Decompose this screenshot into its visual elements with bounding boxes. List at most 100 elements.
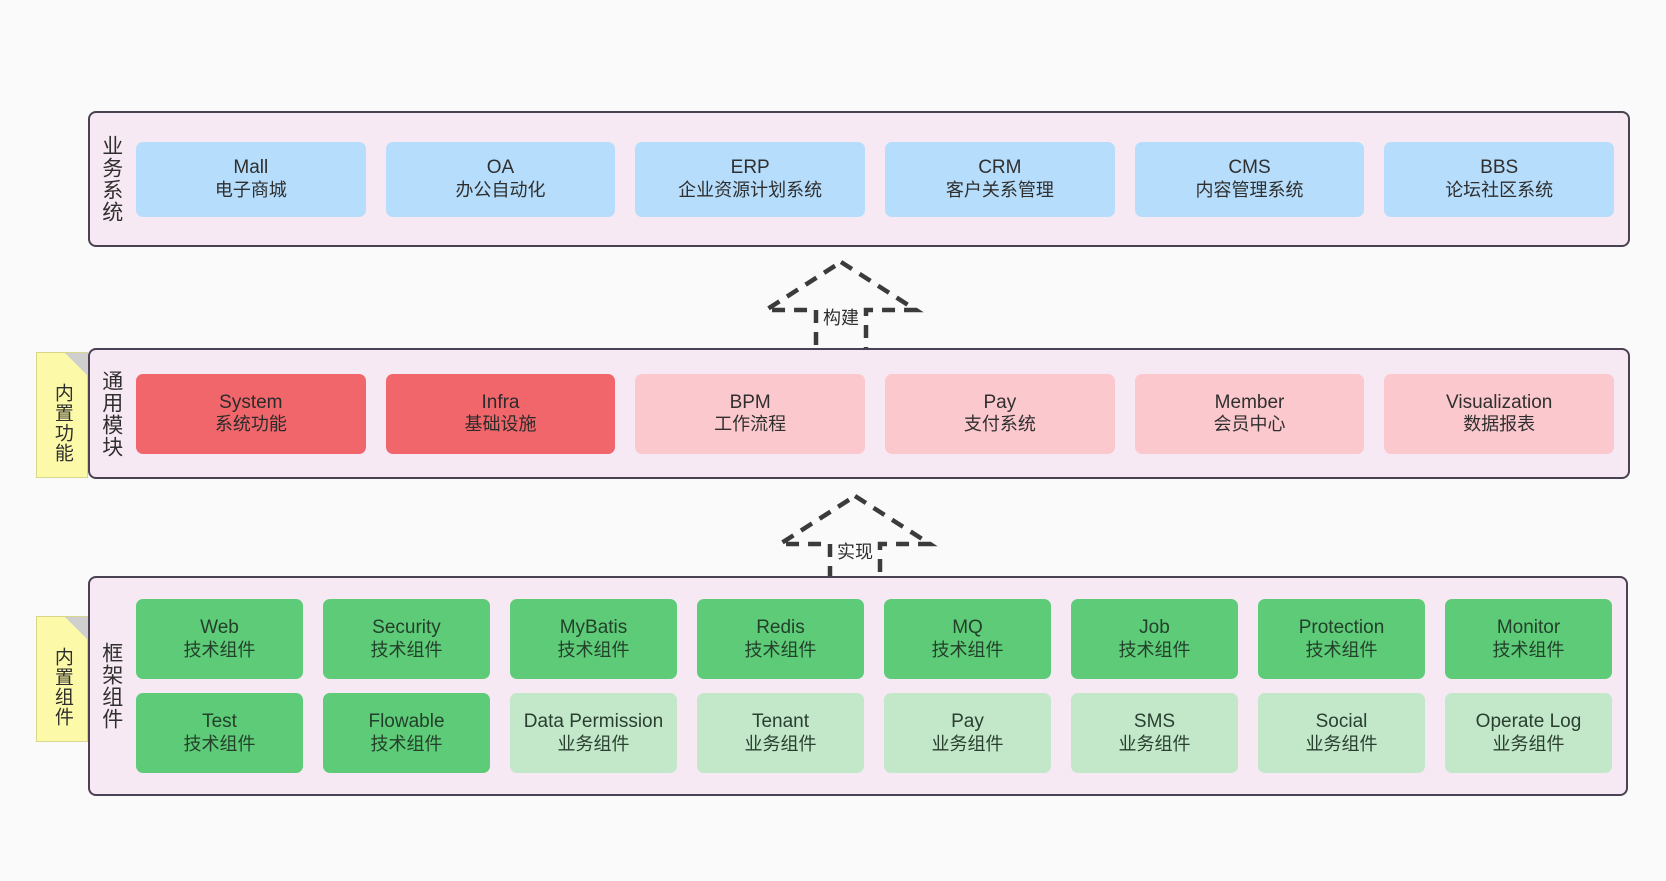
card-title: Tenant [751,711,810,733]
card-oa[interactable]: OA 办公自动化 [385,141,616,217]
card-subtitle: 技术组件 [183,733,256,754]
card-job[interactable]: Job 技术组件 [1071,599,1238,679]
connector-build-label: 构建 [823,308,859,328]
card-redis[interactable]: Redis 技术组件 [697,599,864,679]
card-subtitle: 办公自动化 [455,179,546,200]
layer-body-common-module: System 系统功能 Infra 基础设施 BPM 工作流程 Pay 支付系统… [132,350,1628,477]
card-title: Security [372,617,441,639]
card-flowable[interactable]: Flowable 技术组件 [323,693,490,773]
card-mall[interactable]: Mall 电子商城 [136,141,366,217]
card-mybatis[interactable]: MyBatis 技术组件 [510,599,677,679]
card-row: Mall 电子商城 OA 办公自动化 ERP 企业资源计划系统 CRM 客户关系… [136,141,1615,217]
card-subtitle: 支付系统 [963,414,1036,435]
card-subtitle: 业务组件 [1118,733,1191,754]
card-cms[interactable]: CMS 内容管理系统 [1134,141,1365,217]
note-label: 内置组件 [51,647,73,727]
card-title: Pay [983,391,1017,413]
card-monitor[interactable]: Monitor 技术组件 [1445,599,1612,679]
card-subtitle: 电子商城 [214,179,287,200]
card-subtitle: 技术组件 [370,639,443,660]
card-title: System [219,391,283,413]
layer-common-module[interactable]: 通用模块 System 系统功能 Infra 基础设施 BPM 工作流程 Pay… [88,348,1630,479]
card-title: OA [486,157,515,179]
layer-framework-component[interactable]: 框架组件 Web 技术组件 Security 技术组件 MyBatis 技术组件… [88,576,1628,796]
card-title: SMS [1133,711,1176,733]
card-subtitle: 工作流程 [714,414,787,435]
card-title: Member [1214,391,1285,413]
card-title: BPM [729,391,771,413]
note-fold-corner-icon [65,617,87,639]
card-subtitle: 业务组件 [1305,733,1378,754]
card-pay[interactable]: Pay 支付系统 [885,373,1115,454]
card-subtitle: 技术组件 [557,639,630,660]
card-subtitle: 技术组件 [1492,639,1565,660]
note-builtin-function[interactable]: 内置功能 [36,352,88,478]
card-title: CMS [1228,157,1271,179]
note-builtin-component[interactable]: 内置组件 [36,616,88,742]
connector-implement-label: 实现 [837,542,873,562]
card-social[interactable]: Social 业务组件 [1258,693,1425,773]
card-title: Monitor [1496,617,1561,639]
card-title: Mall [233,157,269,179]
card-system[interactable]: System 系统功能 [136,373,366,454]
layer-label-business-system: 业务系统 [99,135,123,223]
card-subtitle: 技术组件 [1118,639,1191,660]
card-protection[interactable]: Protection 技术组件 [1258,599,1425,679]
card-pay-business[interactable]: Pay 业务组件 [884,693,1051,773]
card-title: Protection [1298,617,1385,639]
card-infra[interactable]: Infra 基础设施 [385,373,616,454]
card-bbs[interactable]: BBS 论坛社区系统 [1384,141,1615,217]
card-sms[interactable]: SMS 业务组件 [1071,693,1238,773]
layer-label-framework-component: 框架组件 [99,642,123,730]
card-visualization[interactable]: Visualization 数据报表 [1384,373,1615,454]
card-tenant[interactable]: Tenant 业务组件 [697,693,864,773]
card-subtitle: 业务组件 [557,733,630,754]
card-crm[interactable]: CRM 客户关系管理 [885,141,1115,217]
card-subtitle: 技术组件 [183,639,256,660]
card-security[interactable]: Security 技术组件 [323,599,490,679]
card-test[interactable]: Test 技术组件 [136,693,303,773]
card-subtitle: 会员中心 [1213,414,1286,435]
card-title: Web [200,617,239,639]
card-title: Social [1315,711,1368,733]
card-web[interactable]: Web 技术组件 [136,599,303,679]
layer-business-system[interactable]: 业务系统 Mall 电子商城 OA 办公自动化 ERP 企业资源计划系统 CRM… [88,111,1630,247]
card-title: Redis [756,617,805,639]
card-subtitle: 企业资源计划系统 [678,179,823,200]
card-row: Web 技术组件 Security 技术组件 MyBatis 技术组件 Redi… [136,599,1612,679]
card-row: Test 技术组件 Flowable 技术组件 Data Permission … [136,693,1612,773]
card-title: Infra [481,391,520,413]
card-title: Test [202,711,237,733]
layer-label-common-module: 通用模块 [99,369,123,458]
card-erp[interactable]: ERP 企业资源计划系统 [635,141,866,217]
card-subtitle: 基础设施 [464,414,537,435]
card-member[interactable]: Member 会员中心 [1134,373,1365,454]
card-bpm[interactable]: BPM 工作流程 [635,373,866,454]
card-operate-log[interactable]: Operate Log 业务组件 [1445,693,1612,773]
card-subtitle: 客户关系管理 [945,179,1054,200]
card-subtitle: 论坛社区系统 [1445,179,1554,200]
note-fold-corner-icon [65,353,87,375]
card-mq[interactable]: MQ 技术组件 [884,599,1051,679]
card-title: Operate Log [1475,711,1582,733]
card-subtitle: 系统功能 [214,414,287,435]
card-title: Flowable [368,711,445,733]
card-subtitle: 技术组件 [744,639,817,660]
card-title: CRM [978,157,1022,179]
card-title: MyBatis [559,617,628,639]
card-subtitle: 业务组件 [1492,733,1565,754]
card-subtitle: 业务组件 [931,733,1004,754]
card-title: MQ [952,617,983,639]
card-data-permission[interactable]: Data Permission 业务组件 [510,693,677,773]
card-title: ERP [730,157,770,179]
card-subtitle: 业务组件 [744,733,817,754]
card-subtitle: 数据报表 [1463,414,1536,435]
card-title: Job [1139,617,1170,639]
card-title: Visualization [1446,391,1553,413]
layer-body-framework-component: Web 技术组件 Security 技术组件 MyBatis 技术组件 Redi… [132,578,1626,794]
card-subtitle: 技术组件 [1305,639,1378,660]
card-subtitle: 内容管理系统 [1195,179,1304,200]
card-title: Pay [951,711,984,733]
layer-body-business-system: Mall 电子商城 OA 办公自动化 ERP 企业资源计划系统 CRM 客户关系… [132,113,1628,245]
